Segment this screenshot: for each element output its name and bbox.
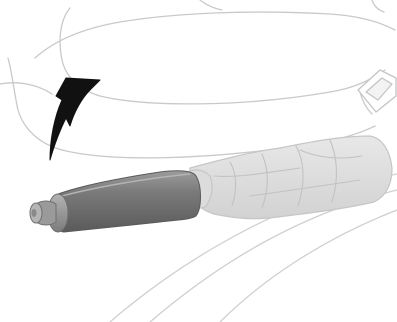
arrow-up-icon: [50, 78, 100, 160]
seat-belt-buckle: [358, 70, 396, 112]
release-button: [30, 194, 68, 232]
lever-grip: [54, 171, 201, 232]
lever-boot: [188, 136, 392, 219]
